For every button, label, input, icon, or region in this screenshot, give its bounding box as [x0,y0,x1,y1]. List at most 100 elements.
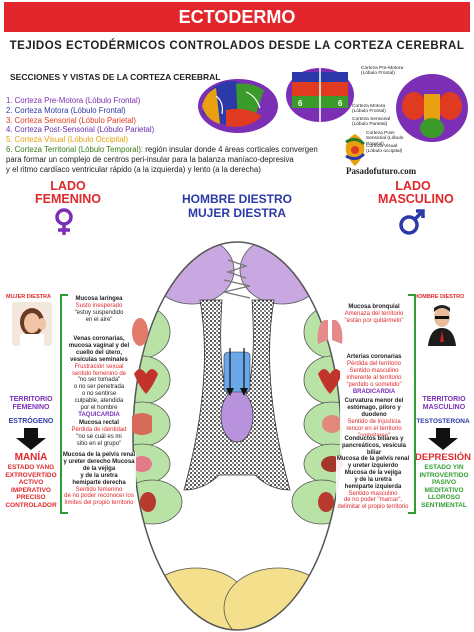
right-panel-2-tail: BRADICARDIA [352,388,396,395]
left-trait-2: EXTROVERTIDO [5,471,57,479]
center-blue-block [223,351,251,393]
right-panel-5-line-4: Sentido masculino [348,490,398,497]
left-panel-4-line-6: límites del propio territorio [64,500,134,507]
left-arrow-icon [226,388,234,396]
center-title-line-1: HOMBRE DIESTRO [181,192,292,206]
left-panel-4-line-4: Sentido femenino [75,486,123,493]
left-trait-1: ESTADO YANG [7,464,55,471]
lungs-icon [317,320,343,344]
right-panel-5-line-3: hemiparte izquierda [344,483,402,490]
left-title-line-1: LADO [50,179,86,193]
woman-avatar [12,302,52,346]
right-avatar-label: HOMBRE DIESTRO [414,294,465,300]
legend-item-4: 4. Corteza Post-Sensorial (Lóbulo Pariet… [6,125,155,135]
right-territory: TERRITORIO MASCULINO [418,396,470,412]
larynx-icon [132,318,148,346]
right-trait-4: MEDITATIVO [424,486,464,494]
left-traits: ESTADO YANG EXTROVERTIDO ACTIVO IMPERATI… [4,464,58,510]
left-kidney-icon [140,492,156,512]
left-territory-line-2: FEMENINO [12,404,50,411]
right-panel-3-line-3: "sometarse" [340,433,408,440]
heart-icon [134,369,158,394]
right-panel-1-title: Mucosa bronquial [348,304,400,310]
left-organs [132,318,158,512]
right-panel-3-line-1: Sentido de injusticia [347,418,401,425]
right-territory-line-2: MASCULINO [422,404,466,411]
left-panel-1-line-1: Susto inesperado [75,302,123,309]
right-panel-4: Conductos biliares y pancreáticos, vesíc… [340,436,408,457]
right-panel-2-line-1: Pérdida del territorio [346,360,402,367]
left-panel-2-line-2: sentido femenino de [71,370,127,377]
left-panel-2-tail: TAQUICARDIA [78,411,120,418]
brand-name: Pasadofuturo.com [346,166,417,176]
right-panel-3: Curvatura menor del estómago, píloro y d… [340,398,408,440]
top-left-lobe [149,242,235,305]
right-territory-line-1: TERRITORIO [422,396,466,403]
left-panel-1-line-3: en el aire" [85,316,113,323]
legend-item-6-row: 6. Corteza Territorial (Lóbulo Temporal)… [6,145,376,155]
label-post-sensorial: Corteza Post-Sensorial (Lóbulo Parietal) [366,131,404,147]
label-sensorial: Corteza Sensorial (Lóbulo Parietal) [352,117,391,128]
label-motora: Corteza Motora (Lóbulo Frontal) [352,104,386,115]
left-panel-3-title: Mucosa rectal [78,420,120,426]
male-symbol-icon [399,209,425,235]
sections-title: SECCIONES Y VISTAS DE LA CORTEZA CEREBRA… [10,72,221,82]
right-panel-2-line-2: Sentido masculino [349,367,399,374]
right-panel-2: Arterias coronarias Pérdida del territor… [340,354,408,396]
left-panel-4-line-5: de no poder reconocer los [64,493,134,500]
right-panel-5-line-2: y de la uretra [354,476,392,483]
legend-line-8: y el ritmo cardíaco ventricular rápido (… [6,164,261,174]
left-title-line-2: FEMENINO [35,192,101,206]
left-panel-2-line-6: culpable, atendida [74,398,124,405]
left-panel-3-line-3: sitio en el grupo" [76,440,122,447]
right-trait-6: SENTIMENTAL [421,501,467,509]
right-bracket [408,294,416,514]
right-kidney-icon [318,492,334,512]
legend-item-5: 5. Corteza Visual (Lóbulo Occipital) [6,135,129,145]
ectoderm-diagram [132,241,343,631]
right-side-title: LADO MASCULINO [378,180,454,206]
label-frontal: Corteza Pre-Motora (Lóbulo Frontal) [361,66,404,77]
right-arrow-icon [240,388,248,396]
left-panel-1: Mucosa laríngea Susto inesperado "estoy … [66,296,132,324]
left-state: MANÍA [14,452,48,463]
left-panel-4-line-2: y de la uretra [80,472,118,479]
left-panel-2-line-7: por el hombre [80,405,118,412]
right-panel-2-line-3: inherente al territorio [346,374,402,381]
left-panel-1-title: Mucosa laríngea [75,296,123,302]
left-trait-4: IMPERATIVO [11,486,51,494]
subtitle: TEJIDOS ECTODÉRMICOS CONTROLADOS DESDE L… [9,40,465,52]
cortex-legend: 1. Corteza Pre-Motora (Lóbulo Frontal) 2… [6,96,376,174]
left-panel-2-line-4: o no ser penetrada [73,384,125,391]
pasadofuturo-logo [345,134,366,166]
left-bracket [60,294,68,514]
right-trait-3: PASIVO [431,479,457,487]
svg-text:6: 6 [298,99,303,108]
top-right-lobe [239,242,325,305]
label-visual: Corteza Visual (Lóbulo occipital) [366,144,403,155]
left-panel-2-line-1: Frustración sexual [74,363,124,370]
right-panel-5-title: Mucosa de la pelvis renal y ureter izqui… [336,456,410,469]
left-panel-2-title: Venas coronarias, mucosa vaginal y del c… [68,336,130,363]
left-side-title: LADO FEMENINO [28,180,108,206]
left-panel-4-line-3: hemiparte derecha [72,479,126,486]
legend-line-7: para formar un complejo de centros peri-… [6,154,294,164]
right-panel-2-title: Arterias coronarias [346,354,402,360]
left-hormone: ESTRÓGENO [8,418,54,425]
left-panel-2: Venas coronarias, mucosa vaginal y del c… [66,336,132,419]
right-trait-1: ESTADO YIN [424,464,464,471]
right-panel-5-line-5: de no poder "marcar", [343,497,403,504]
left-panel-2-line-3: "no ser tomada" [77,377,121,384]
left-avatar-label: MUJER DIESTRA [6,294,51,300]
right-panel-3-title: Curvatura menor del estómago, píloro y d… [344,398,404,418]
right-panel-1: Mucosa bronquial Amenaza del territorio … [340,304,408,325]
center-title: HOMBRE DIESTRO MUJER DIESTRA [150,192,324,220]
left-trait-3: ACTIVO [18,479,44,487]
left-panel-4-line-1: Mucosa de la vejiga [82,458,135,472]
colon-icon [132,413,152,435]
left-panel-4: Mucosa de la pelvis renal y ureter derec… [62,452,136,508]
title-banner: ECTODERMO [4,2,470,32]
right-panel-1-line-1: Amenaza del territorio [344,310,404,317]
down-arrow-icon [16,428,46,450]
right-panel-3-line-2: rencor en el territorio [346,425,402,432]
